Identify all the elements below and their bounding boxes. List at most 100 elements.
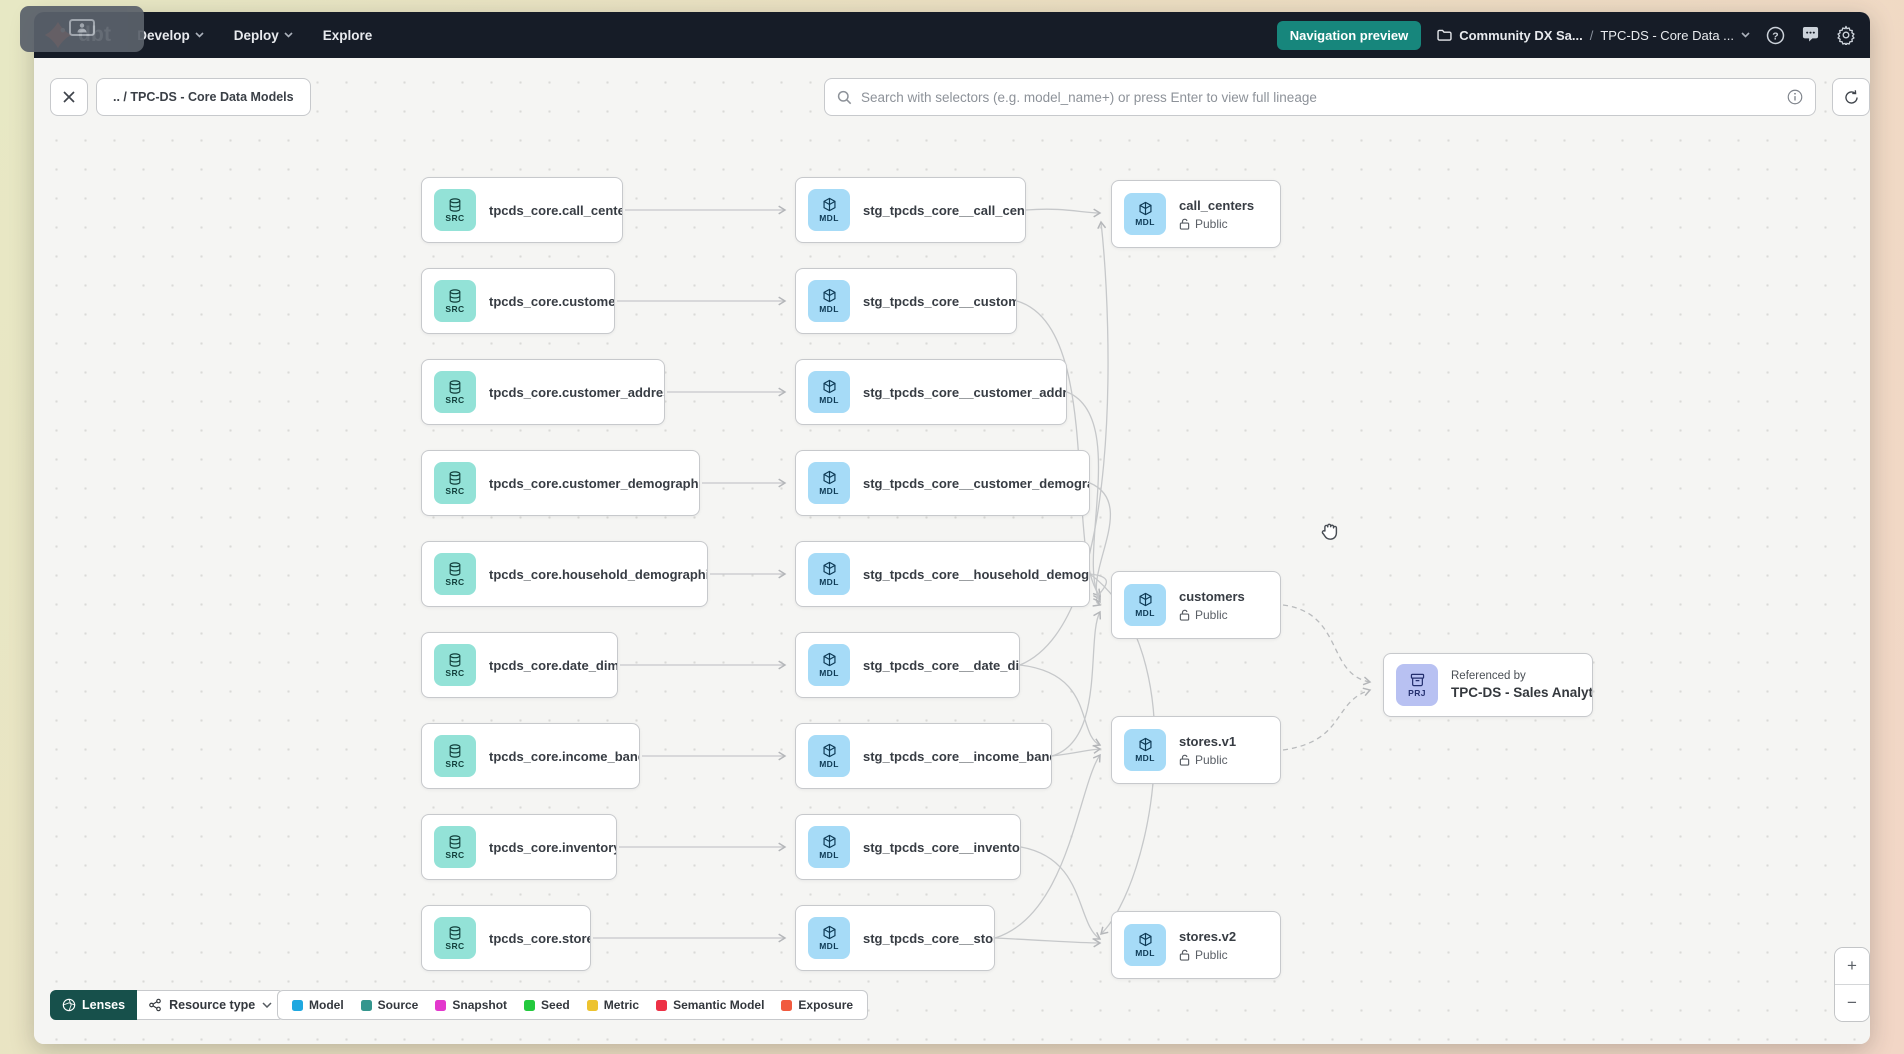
- nav-item-develop[interactable]: Develop: [137, 28, 204, 43]
- model-node-stg-customer-address[interactable]: MDL stg_tpcds_core__customer_address: [795, 359, 1067, 425]
- source-badge: SRC: [434, 553, 476, 595]
- database-icon: [449, 743, 461, 758]
- model-badge: MDL: [808, 462, 850, 504]
- source-node-customer-address[interactable]: SRC tpcds_core.customer_address: [421, 359, 665, 425]
- node-label: stg_tpcds_core__store: [863, 930, 995, 946]
- node-label: tpcds_core.customer_address: [489, 384, 665, 400]
- feedback-button[interactable]: [1801, 26, 1820, 44]
- search-input[interactable]: [861, 89, 1778, 105]
- source-badge: SRC: [434, 280, 476, 322]
- model-node-stg-store[interactable]: MDL stg_tpcds_core__store: [795, 905, 995, 971]
- model-badge: MDL: [808, 644, 850, 686]
- node-label: tpcds_core.store: [489, 930, 591, 946]
- model-badge: MDL: [1124, 584, 1166, 626]
- source-badge: SRC: [434, 917, 476, 959]
- source-badge: SRC: [434, 644, 476, 686]
- access-label: Public: [1195, 752, 1228, 767]
- public-model-node-stores-v2[interactable]: MDL stores.v2 Public: [1111, 911, 1281, 979]
- zoom-out-button[interactable]: −: [1835, 985, 1869, 1021]
- model-node-stg-income-band[interactable]: MDL stg_tpcds_core__income_band: [795, 723, 1052, 789]
- model-node-stg-call-center[interactable]: MDL stg_tpcds_core__call_center: [795, 177, 1026, 243]
- cube-icon: [1138, 592, 1152, 607]
- unlock-icon: [1179, 754, 1190, 766]
- model-node-stg-customer-demographics[interactable]: MDL stg_tpcds_core__customer_demogra...: [795, 450, 1090, 516]
- dbt-cloud-window: dbt Develop Deploy Explore Navigation pr…: [34, 12, 1870, 1044]
- access-label: Public: [1195, 216, 1228, 231]
- legend-item-semantic-model: Semantic Model: [656, 998, 764, 1012]
- source-node-call-center[interactable]: SRC tpcds_core.call_center: [421, 177, 623, 243]
- referenced-project-name: TPC-DS - Sales Analytics: [1451, 685, 1593, 700]
- node-label: tpcds_core.call_center: [489, 202, 623, 218]
- project-breadcrumb[interactable]: Community DX Sa... / TPC-DS - Core Data …: [1437, 28, 1750, 43]
- settings-button[interactable]: [1836, 25, 1856, 45]
- cube-icon: [822, 561, 836, 576]
- nav-develop-label: Develop: [137, 27, 190, 43]
- public-model-node-customers[interactable]: MDL customers Public: [1111, 571, 1281, 639]
- feedback-icon: [1802, 26, 1819, 42]
- model-badge: MDL: [808, 371, 850, 413]
- top-navigation-bar: dbt Develop Deploy Explore Navigation pr…: [34, 12, 1870, 58]
- lens-aperture-icon: [62, 998, 76, 1012]
- navigation-preview-button[interactable]: Navigation preview: [1276, 20, 1422, 50]
- source-node-income-band[interactable]: SRC tpcds_core.income_band: [421, 723, 640, 789]
- legend-item-metric: Metric: [586, 998, 639, 1012]
- chevron-down-icon: [262, 1002, 272, 1008]
- public-model-node-stores-v1[interactable]: MDL stores.v1 Public: [1111, 716, 1281, 784]
- model-node-stg-inventory[interactable]: MDL stg_tpcds_core__inventory: [795, 814, 1021, 880]
- source-node-customer-demographics[interactable]: SRC tpcds_core.customer_demographics: [421, 450, 700, 516]
- lineage-breadcrumb-chip[interactable]: .. / TPC-DS - Core Data Models: [96, 78, 311, 116]
- source-node-inventory[interactable]: SRC tpcds_core.inventory: [421, 814, 617, 880]
- node-label: tpcds_core.customer_demographics: [489, 475, 700, 491]
- model-badge: MDL: [1124, 729, 1166, 771]
- source-badge: SRC: [434, 826, 476, 868]
- model-badge: MDL: [808, 280, 850, 322]
- resource-type-label: Resource type: [169, 998, 256, 1012]
- model-badge: MDL: [1124, 193, 1166, 235]
- project-badge: PRJ: [1396, 664, 1438, 706]
- source-node-date-dim[interactable]: SRC tpcds_core.date_dim: [421, 632, 618, 698]
- folder-icon: [1437, 29, 1452, 41]
- access-label: Public: [1195, 607, 1228, 622]
- resource-graph-icon: [149, 998, 161, 1012]
- database-icon: [449, 834, 461, 849]
- source-badge: SRC: [434, 371, 476, 413]
- model-node-stg-date-dim[interactable]: MDL stg_tpcds_core__date_dim: [795, 632, 1020, 698]
- close-icon: [63, 91, 75, 103]
- node-label: stg_tpcds_core__customer: [863, 293, 1017, 309]
- model-badge: MDL: [808, 826, 850, 868]
- project-ref-node-sales-analytics[interactable]: PRJ Referenced by TPC-DS - Sales Analyti…: [1383, 653, 1593, 717]
- nav-item-deploy[interactable]: Deploy: [234, 28, 293, 43]
- help-button[interactable]: ?: [1766, 26, 1785, 45]
- refresh-icon: [1844, 89, 1858, 104]
- source-node-household-demographics[interactable]: SRC tpcds_core.household_demographics: [421, 541, 708, 607]
- legend-swatch-snapshot: [435, 999, 447, 1011]
- database-icon: [449, 652, 461, 667]
- model-badge: MDL: [808, 553, 850, 595]
- source-node-store[interactable]: SRC tpcds_core.store: [421, 905, 591, 971]
- access-label: Public: [1195, 947, 1228, 962]
- model-node-stg-customer[interactable]: MDL stg_tpcds_core__customer: [795, 268, 1017, 334]
- lens-controls: Lenses Resource type: [50, 990, 285, 1020]
- close-lineage-button[interactable]: [50, 78, 88, 116]
- cube-icon: [822, 379, 836, 394]
- info-icon[interactable]: [1787, 89, 1803, 105]
- access-row: Public: [1179, 753, 1236, 767]
- node-label: stg_tpcds_core__date_dim: [863, 657, 1020, 673]
- nav-item-explore[interactable]: Explore: [323, 28, 373, 43]
- lenses-button[interactable]: Lenses: [50, 990, 138, 1020]
- public-model-node-call-centers[interactable]: MDL call_centers Public: [1111, 180, 1281, 248]
- legend-item-source: Source: [360, 998, 418, 1012]
- unlock-icon: [1179, 949, 1190, 961]
- model-node-stg-household-demographics[interactable]: MDL stg_tpcds_core__household_demogr...: [795, 541, 1090, 607]
- model-badge: MDL: [1124, 924, 1166, 966]
- chevron-down-icon: [284, 32, 293, 38]
- refresh-lineage-button[interactable]: [1832, 78, 1870, 116]
- resource-type-dropdown[interactable]: Resource type: [137, 990, 285, 1020]
- zoom-in-button[interactable]: +: [1835, 948, 1869, 984]
- database-icon: [449, 470, 461, 485]
- legend-swatch-metric: [586, 999, 598, 1011]
- breadcrumb-page-name: TPC-DS - Core Data ...: [1600, 27, 1734, 43]
- source-node-customer[interactable]: SRC tpcds_core.customer: [421, 268, 615, 334]
- nav-explore-label: Explore: [322, 27, 373, 43]
- node-label: stg_tpcds_core__customer_demogra...: [863, 475, 1090, 491]
